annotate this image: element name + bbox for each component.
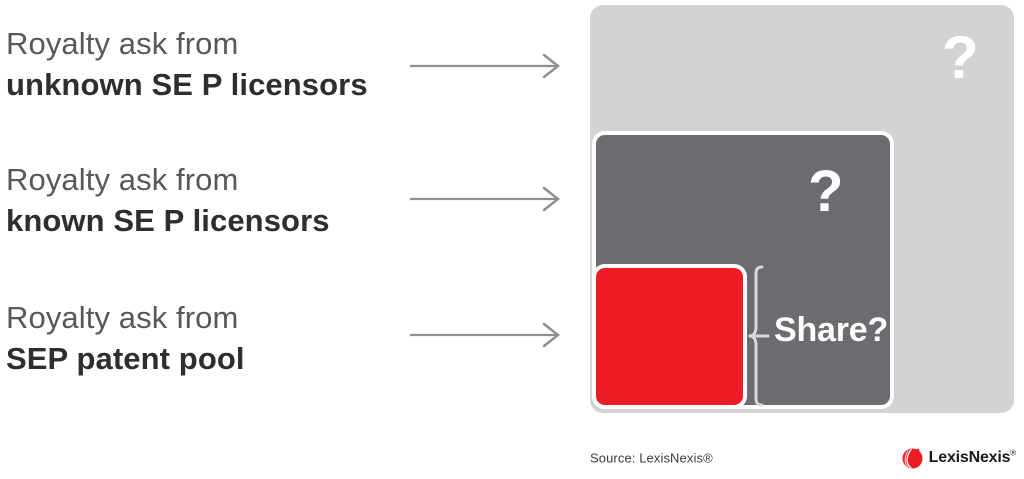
sep-patent-pool-box: [592, 264, 747, 409]
question-mark-icon-mid: ?: [808, 159, 844, 224]
unknown-sep-licensors-box: [590, 5, 1014, 413]
arrow-right-icon: [410, 53, 560, 79]
label-line-bold: SEP patent pool: [6, 341, 245, 377]
label-block-known-sep-licensors: Royalty ask from known SE P licensors: [6, 160, 406, 240]
label-block-sep-patent-pool: Royalty ask from SEP patent pool: [6, 298, 406, 378]
known-sep-licensors-box: [592, 131, 894, 409]
share-label: Share?: [774, 311, 889, 349]
logo-text-main: LexisNexis: [928, 449, 1011, 467]
label-line-bold: unknown SE P licensors: [6, 67, 368, 103]
label-block-unknown-sep-licensors: Royalty ask from unknown SE P licensors: [6, 24, 406, 104]
source-note: Source: LexisNexis®: [590, 450, 713, 466]
lexisnexis-logo: LexisNexis®: [900, 447, 1016, 470]
label-line-bold: known SE P licensors: [6, 203, 330, 239]
label-line-light: Royalty ask from: [6, 162, 239, 197]
logo-registered-mark: ®: [1010, 448, 1016, 458]
label-line-light: Royalty ask from: [6, 26, 239, 61]
label-line-light: Royalty ask from: [6, 300, 239, 335]
lexisnexis-wordmark: LexisNexis®: [928, 448, 1017, 467]
question-mark-icon-outer: ?: [942, 24, 979, 91]
share-brace-icon: [748, 265, 770, 407]
arrow-right-icon: [410, 186, 560, 212]
arrow-right-icon: [410, 322, 560, 348]
lexisnexis-flame-icon: [902, 448, 923, 469]
